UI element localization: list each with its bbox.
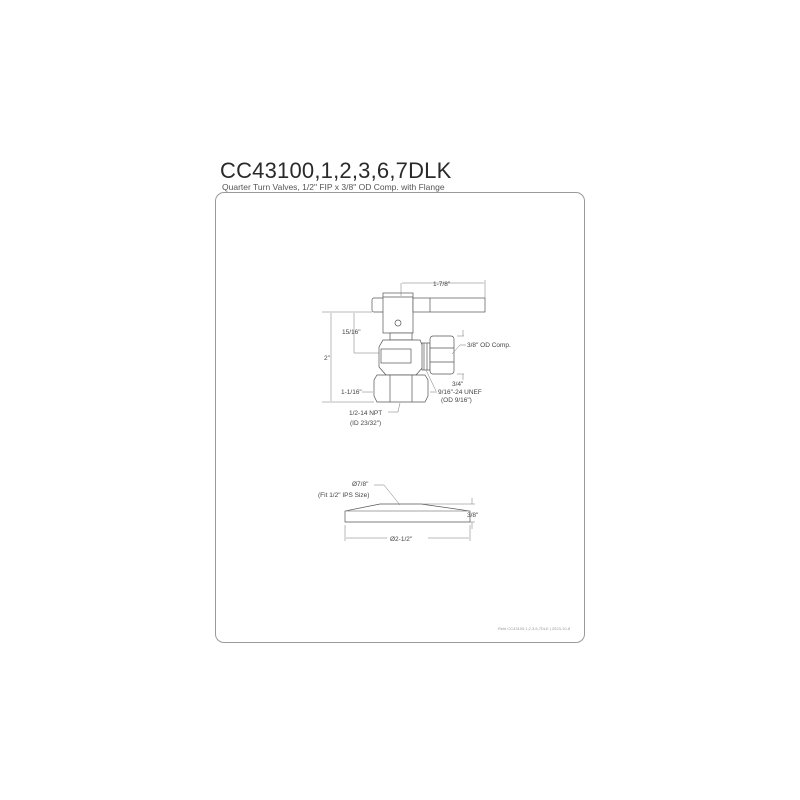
flange-dimension-lines: [344, 484, 475, 541]
valve-drawing: [371, 292, 486, 403]
product-title: CC43100,1,2,3,6,7DLK: [220, 158, 452, 183]
flange-height-label: 3/8": [467, 512, 479, 519]
flange-dimension-labels: Ø7/8" (Fit 1/2" IPS Size) 3/8" Ø2-1/2": [318, 481, 479, 543]
flange-drawing: [344, 503, 471, 523]
handle-length-label: 1-7/8": [433, 281, 451, 288]
valve-dimension-labels: 1-7/8" 15/16" 2" 3/8" OD Comp. 3/4" 1-1/…: [324, 281, 511, 427]
outlet-label: 3/8" OD Comp.: [467, 342, 511, 349]
flange-inner-diameter-label: Ø7/8": [352, 481, 369, 488]
thread-label: 9/16"-24 UNEF: [438, 389, 482, 396]
thread-od-label: (OD 9/16"): [441, 397, 472, 404]
flange-fit-note: (Fit 1/2" IPS Size): [318, 492, 369, 499]
product-subtitle: Quarter Turn Valves, 1/2" FIP x 3/8" OD …: [222, 182, 445, 192]
drawing-frame: [215, 192, 585, 643]
hex-width-label: 1-1/16": [341, 389, 362, 396]
overall-height-label: 2": [324, 355, 331, 362]
outlet-offset-label: 3/4": [452, 381, 464, 388]
inlet-id-label: (ID 23/32"): [350, 420, 381, 427]
inlet-label: 1/2-14 NPT: [349, 410, 382, 417]
stem-height-label: 15/16": [342, 329, 361, 336]
flange-outer-diameter-label: Ø2-1/2": [390, 536, 413, 543]
dimension-lines: [322, 280, 486, 413]
revision-footer: Rel# CC43100,1,2,3,6,7DLK | 2023-10-8: [498, 626, 571, 631]
